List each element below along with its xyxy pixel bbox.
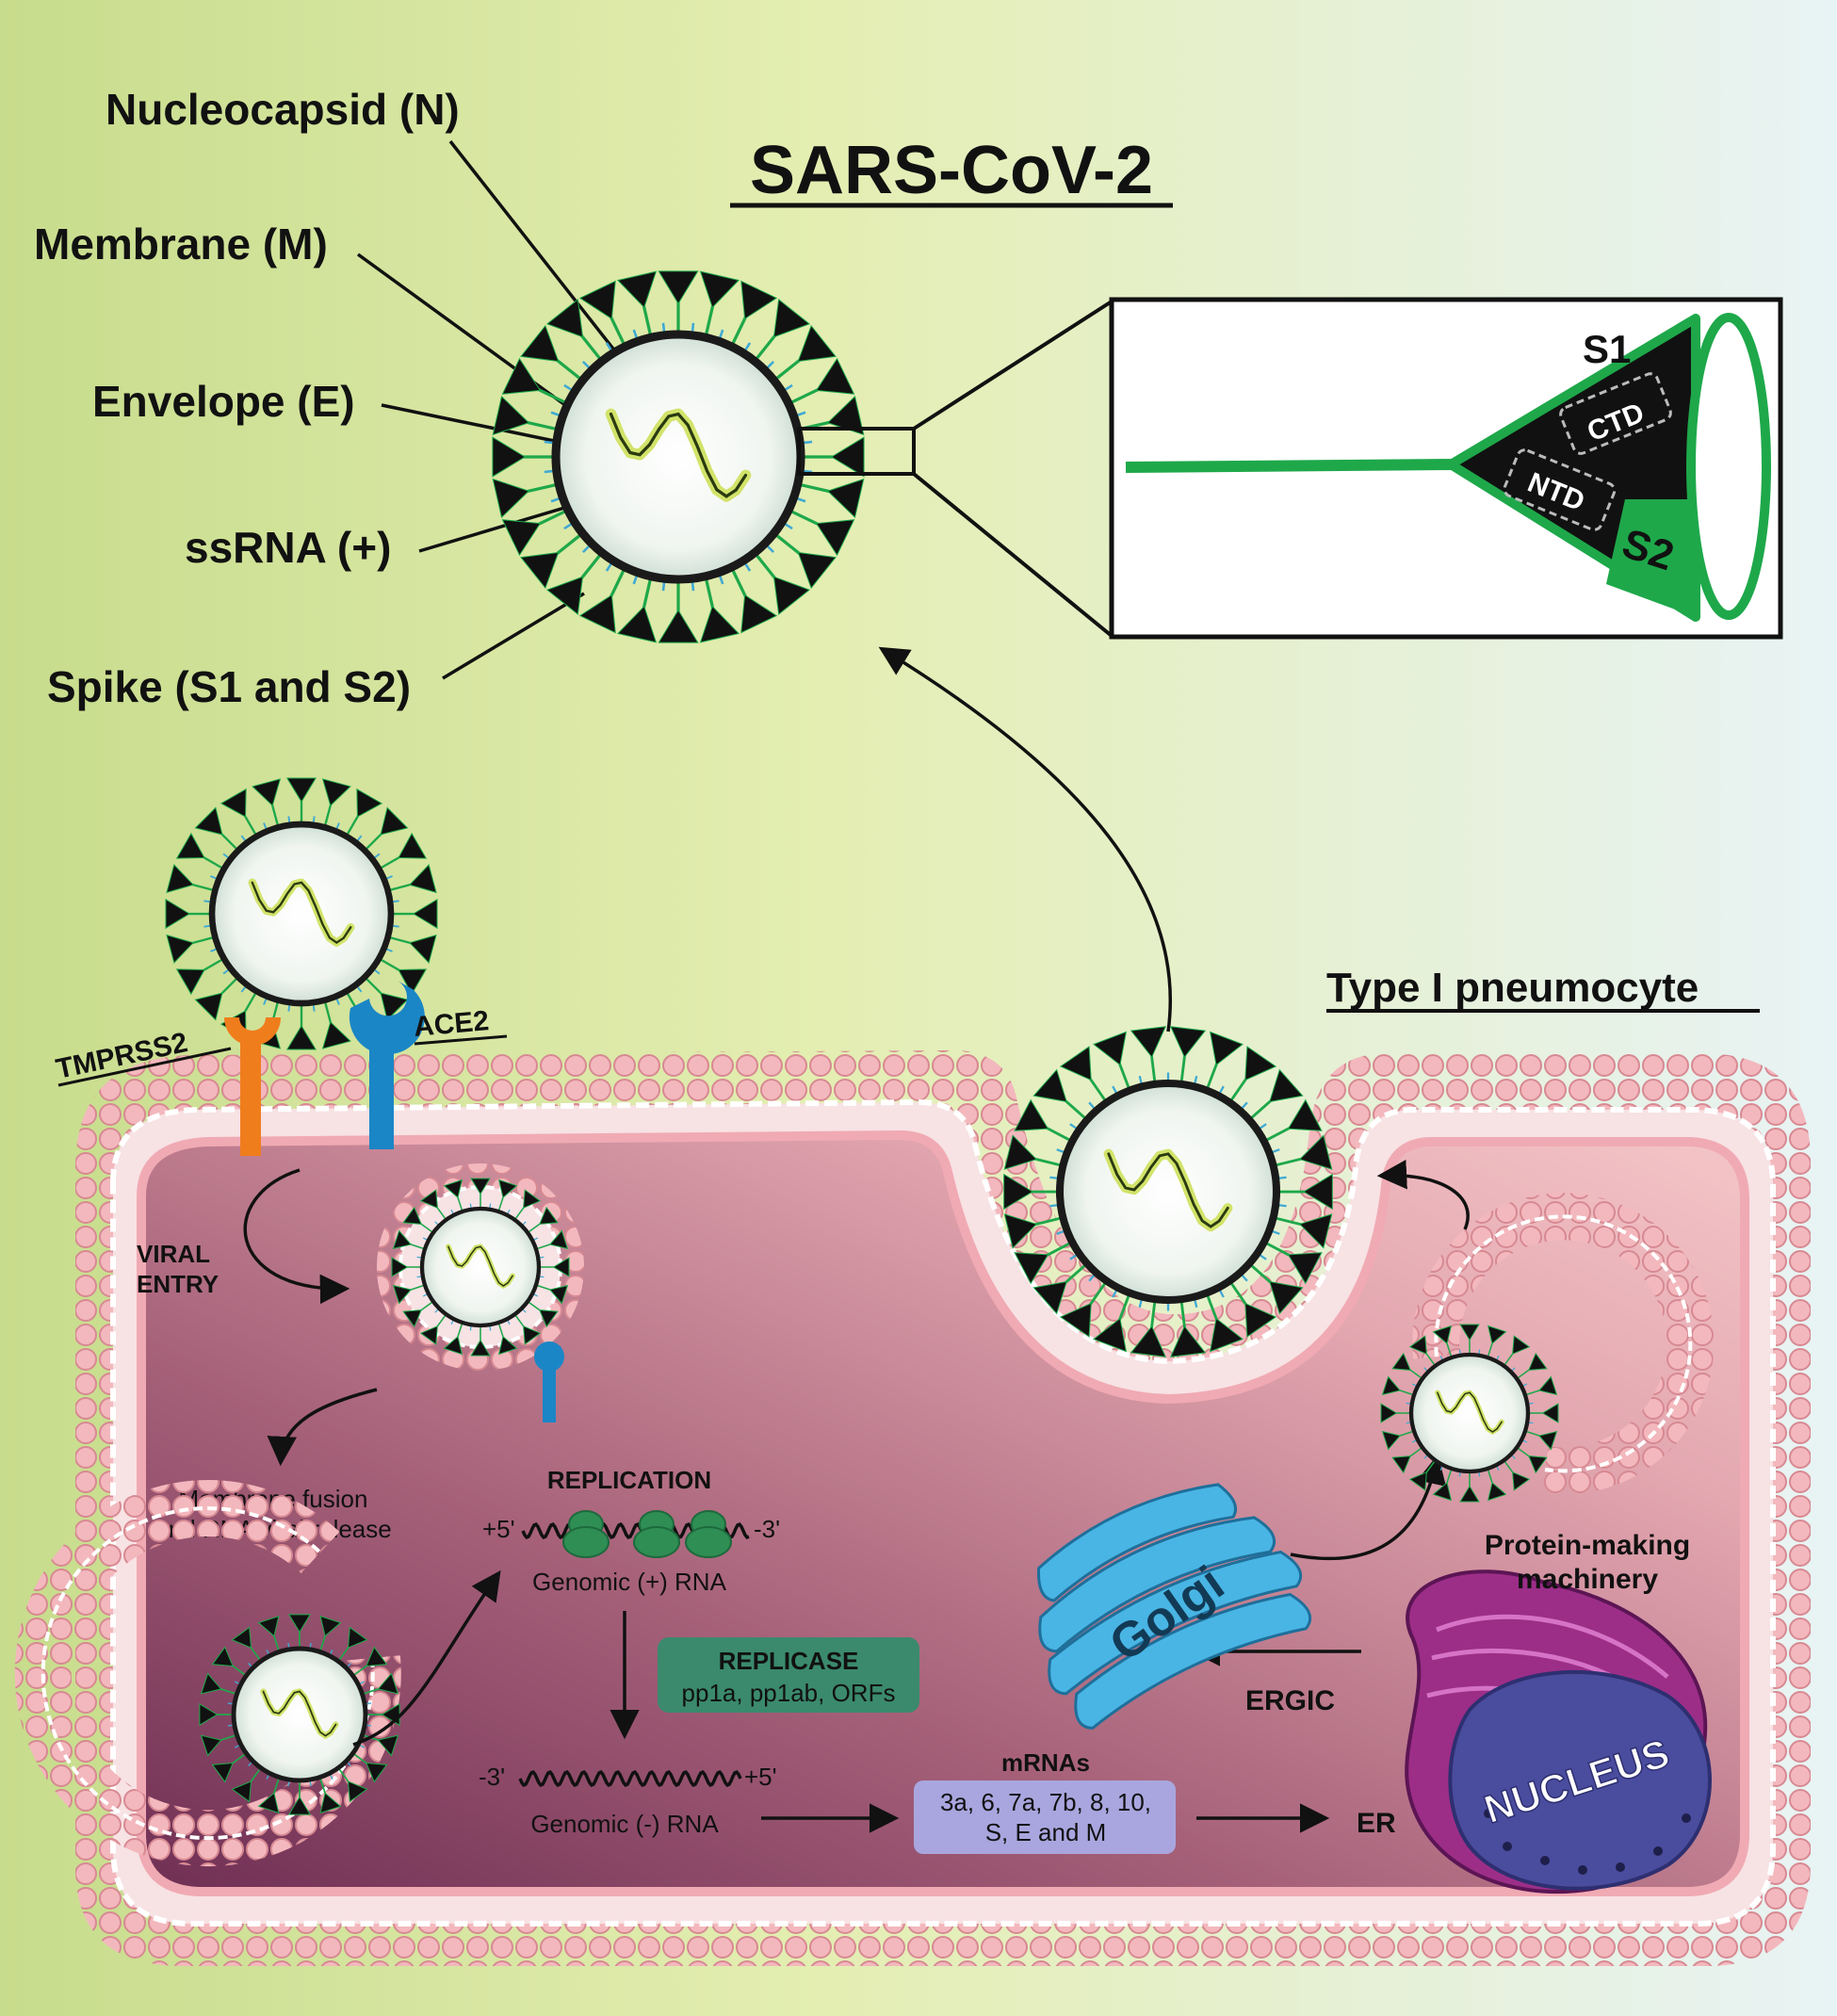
cell-title: Type I pneumocyte: [1326, 965, 1699, 1011]
label-genomic-minus: Genomic (-) RNA: [530, 1810, 719, 1838]
label-replication: REPLICATION: [547, 1466, 711, 1494]
label-protein-machinery-1: Protein-making: [1485, 1530, 1690, 1561]
replicase-box: [658, 1637, 919, 1713]
label-spike: Spike (S1 and S2): [47, 662, 411, 711]
replicase-items: pp1a, pp1ab, ORFs: [682, 1679, 896, 1707]
label-viral-entry-1: VIRAL: [137, 1240, 210, 1268]
label-ace2: ACE2: [413, 1005, 491, 1043]
mrnas-items-1: 3a, 6, 7a, 7b, 8, 10,: [940, 1788, 1151, 1816]
label-protein-machinery-2: machinery: [1517, 1564, 1658, 1595]
arrow-to-replication: [352, 1569, 501, 1747]
label-minus3b: -3': [479, 1763, 505, 1791]
tmprss2-receptor: [223, 1017, 281, 1156]
label-viral-entry-2: ENTRY: [137, 1270, 219, 1298]
arrow-release: [878, 646, 1173, 1032]
replicase-title: REPLICASE: [719, 1647, 859, 1675]
ace2-in-endosome: [534, 1341, 564, 1423]
mrnas-box: [914, 1780, 1176, 1854]
label-membrane: Membrane (M): [34, 219, 328, 268]
spike-detail-illustration: [1125, 313, 1771, 622]
zoom-source-box: [797, 427, 916, 476]
arrow-fusion: [267, 1388, 378, 1467]
mrnas-items-2: S, E and M: [985, 1818, 1107, 1846]
arrow-entry: [243, 1168, 350, 1305]
label-genomic-plus: Genomic (+) RNA: [532, 1568, 727, 1596]
virion-secretory: [1380, 1324, 1559, 1503]
virion-budding: [1003, 1026, 1333, 1358]
arrow-vesicle-surface: [1376, 1160, 1470, 1230]
label-s1: S1: [1583, 327, 1631, 371]
virion-endosome: [391, 1178, 570, 1357]
label-envelope: Envelope (E): [92, 377, 355, 426]
label-minus3: -3': [754, 1515, 780, 1543]
label-ssrna: ssRNA (+): [185, 523, 391, 572]
label-er: ER: [1357, 1808, 1396, 1839]
label-plus5: +5': [482, 1515, 515, 1543]
mrnas-title: mRNAs: [1001, 1748, 1090, 1777]
virion-attaching: [165, 777, 438, 1050]
genomic-minus-rna: [518, 1770, 742, 1787]
virion-main: [492, 270, 865, 643]
ribosomes: [562, 1510, 732, 1558]
arrow-golgi-vesicle: [1290, 1454, 1447, 1561]
secretory-vesicle: [1412, 1193, 1715, 1495]
label-plus5b: +5': [744, 1763, 777, 1791]
title: SARS-CoV-2: [750, 133, 1153, 208]
label-ergic: ERGIC: [1245, 1685, 1335, 1716]
er-nucleus: [1405, 1569, 1712, 1894]
golgi-apparatus: [1037, 1483, 1311, 1730]
label-nucleocapsid: Nucleocapsid (N): [106, 85, 460, 134]
ace2-receptor: [349, 980, 425, 1149]
virion-fusing: [199, 1614, 400, 1815]
